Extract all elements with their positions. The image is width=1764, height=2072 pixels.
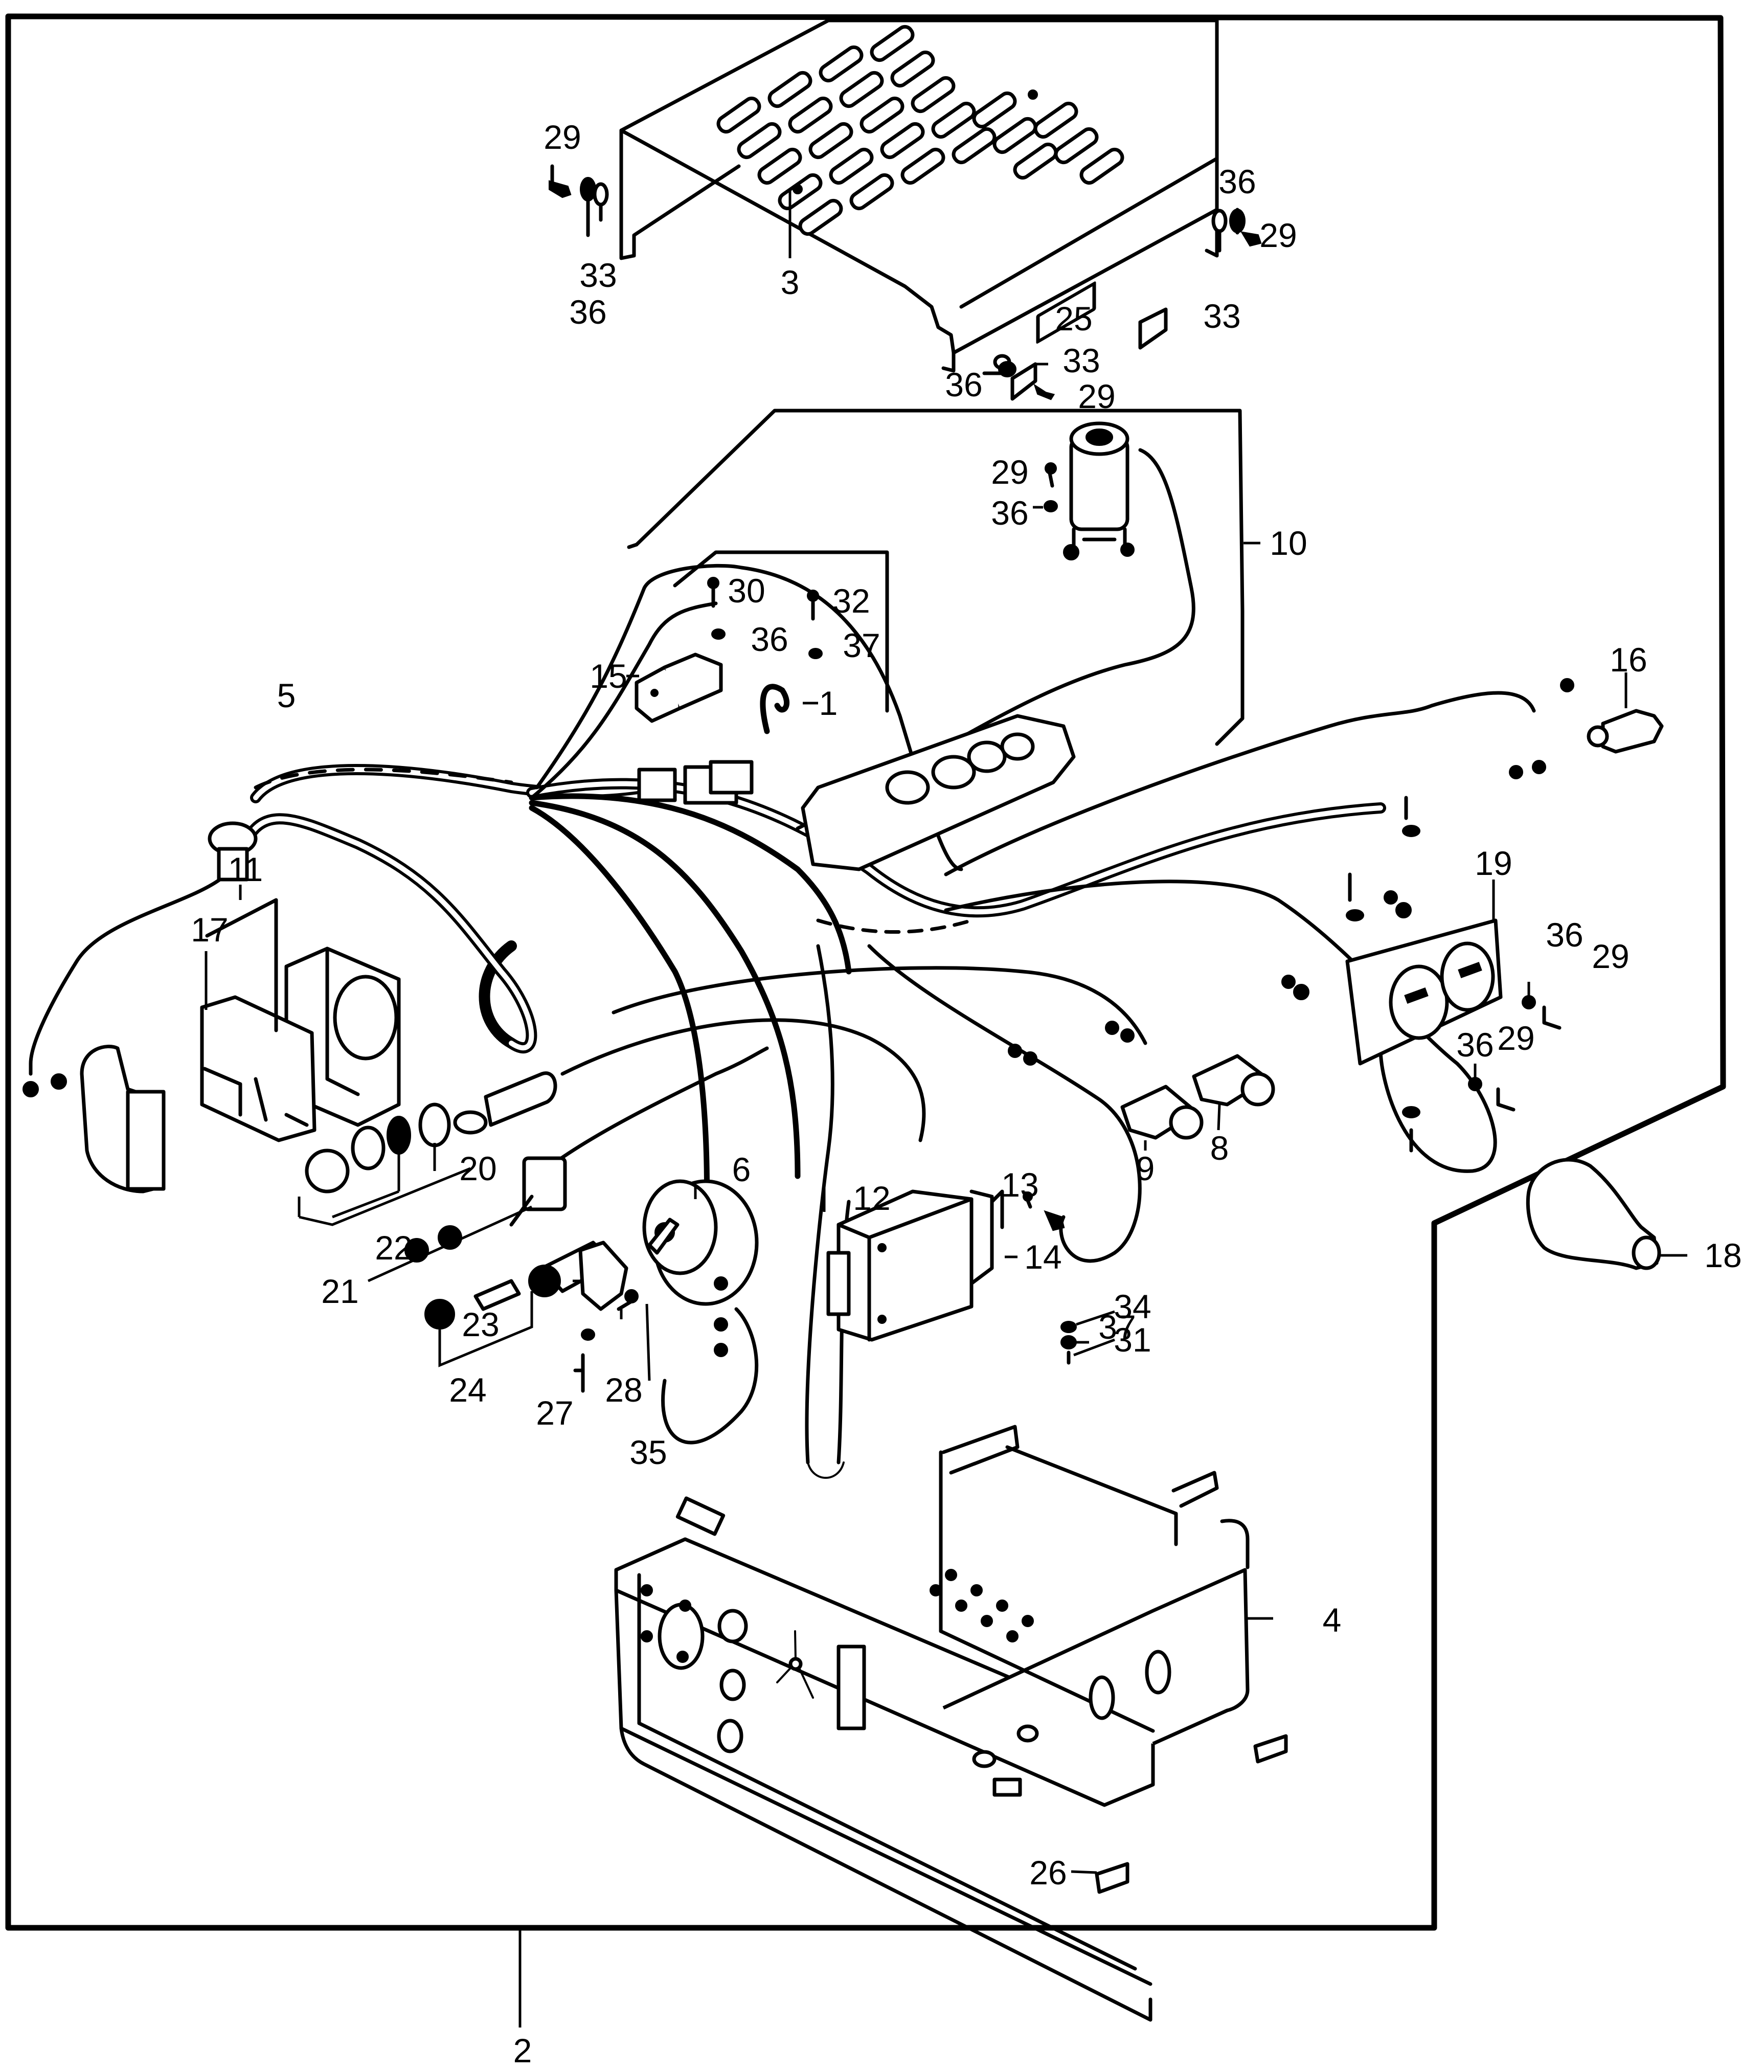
control-box-cover — [801, 714, 1076, 871]
callout-29-cover-front: 29 — [1078, 377, 1116, 415]
terminals-8-9 — [1008, 1021, 1275, 1151]
callout-22: 22 — [375, 1229, 413, 1267]
voltmeter — [200, 885, 401, 1142]
callout-1: 1 — [819, 684, 838, 722]
callout-36-cover-front: 36 — [945, 366, 983, 403]
callout-4: 4 — [1322, 1601, 1342, 1639]
callout-29-condenser: 29 — [991, 453, 1029, 491]
vent-slots — [716, 25, 1124, 236]
callout-26: 26 — [1029, 1854, 1067, 1891]
grommet — [208, 821, 258, 882]
callout-25: 25 — [1055, 300, 1093, 337]
breaker-and-brackets — [823, 1179, 1115, 1365]
control-box-chassis — [614, 1425, 1273, 2022]
callout-2: 2 — [513, 2032, 532, 2069]
connector-blocks — [637, 760, 754, 805]
callout-27: 27 — [536, 1394, 574, 1432]
callout-21: 21 — [321, 1272, 359, 1310]
label-25-b — [1138, 307, 1168, 350]
switch-fuse-group — [298, 1071, 616, 1367]
callout-14: 14 — [1024, 1238, 1062, 1276]
wire-clip — [760, 684, 790, 734]
callout-9: 9 — [1136, 1150, 1155, 1187]
callout-20: 20 — [459, 1150, 497, 1187]
callout-17: 17 — [191, 911, 229, 949]
knob-and-adjuster — [573, 1179, 759, 1393]
assembly-frame — [5, 13, 1726, 1931]
callout-8: 8 — [1210, 1129, 1229, 1167]
callout-10: 10 — [1270, 524, 1307, 562]
callout-7: 7 — [536, 1263, 555, 1301]
callout-36-panel: 36 — [751, 620, 788, 658]
callout-3: 3 — [780, 263, 800, 301]
callout-37-bracket: 37 — [1098, 1308, 1136, 1346]
plug-connector — [22, 877, 222, 1193]
callout-13: 13 — [1001, 1166, 1039, 1204]
callout-19: 19 — [1475, 844, 1512, 882]
top-cover — [619, 18, 1219, 373]
callout-32: 32 — [832, 582, 870, 620]
callout-36-top-left: 36 — [569, 293, 607, 331]
callout-12: 12 — [853, 1179, 891, 1217]
callout-16: 16 — [1610, 641, 1647, 679]
callout-18: 18 — [1704, 1236, 1742, 1274]
pilot-lamp — [1509, 672, 1664, 779]
callout-11: 11 — [228, 850, 263, 888]
label-26 — [1095, 1862, 1129, 1894]
callout-36-condenser: 36 — [991, 494, 1029, 532]
duplex-outlet — [1281, 796, 1562, 1153]
callout-36-top-right: 36 — [1218, 163, 1256, 200]
callout-29-top-left: 29 — [544, 118, 581, 156]
fasteners-30-32-36-37 — [707, 577, 823, 659]
callout-35: 35 — [629, 1433, 667, 1471]
sub-assembly-10-frame — [635, 409, 1245, 746]
callout-36-outlet-upper: 36 — [1546, 916, 1584, 954]
label-25 — [1036, 281, 1096, 344]
callout-23: 23 — [462, 1305, 500, 1343]
receptacle — [1526, 1158, 1687, 1270]
callout-36-outlet-lower: 36 — [1456, 1026, 1494, 1064]
top-cover-fasteners — [549, 164, 1262, 400]
callout-31: 31 — [1114, 1321, 1151, 1359]
callout-5: 5 — [277, 677, 296, 714]
label-25-c — [1010, 362, 1037, 401]
callout-37-panel: 37 — [843, 626, 880, 664]
callout-30: 30 — [728, 572, 765, 610]
callout-34: 34 — [1114, 1288, 1151, 1325]
label-extra — [1253, 1734, 1288, 1764]
callout-28: 28 — [605, 1371, 643, 1409]
callout-24: 24 — [449, 1371, 487, 1409]
callout-29-top-right: 29 — [1259, 216, 1297, 254]
callout-29-outlet-lower: 29 — [1497, 1019, 1535, 1057]
callout-29-outlet-upper: 29 — [1592, 937, 1630, 975]
callout-6: 6 — [732, 1151, 751, 1188]
condenser — [1033, 421, 1135, 560]
terminal-block — [626, 652, 723, 723]
callout-15: 15 — [590, 657, 627, 695]
callout-33-right: 33 — [1203, 297, 1241, 335]
callout-33-front: 33 — [1062, 342, 1100, 379]
callout-33-left: 33 — [579, 256, 617, 294]
